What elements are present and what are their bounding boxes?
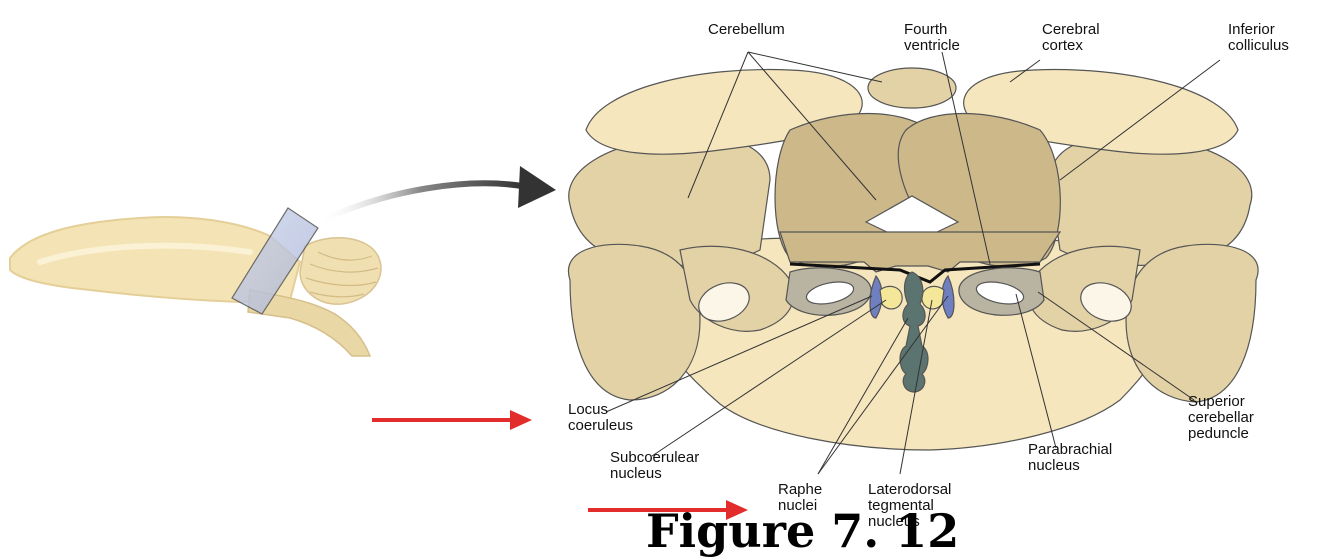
figure-title: Figure 7. 12: [646, 508, 959, 554]
left-ldt-nucleus: [880, 286, 902, 309]
right-lower-lobe: [1126, 244, 1258, 402]
left-lower-lobe: [568, 244, 700, 400]
label-inferior-colliculus: Inferior colliculus: [1228, 22, 1289, 54]
cerebellum-shape: [300, 238, 381, 304]
whole-brain-illustration: [10, 208, 381, 356]
brainstem-figure: Cerebellum Fourth ventricle Cerebral cor…: [0, 0, 1327, 540]
red-pointer-arrow-locus: [372, 410, 532, 430]
label-cerebral-cortex: Cerebral cortex: [1042, 22, 1100, 54]
label-parabrachial-nucleus: Parabrachial nucleus: [1028, 442, 1112, 474]
cross-section: [568, 68, 1258, 450]
curved-arrow: [318, 166, 556, 222]
label-cerebellum: Cerebellum: [708, 22, 785, 38]
label-locus-coeruleus: Locus coeruleus: [568, 402, 633, 434]
label-superior-cerebellar-peduncle: Superior cerebellar peduncle: [1188, 394, 1254, 442]
label-subcoerulear-nucleus: Subcoerulear nucleus: [610, 450, 699, 482]
label-fourth-ventricle: Fourth ventricle: [904, 22, 960, 54]
fourth-ventricle-ellipse: [868, 68, 956, 108]
